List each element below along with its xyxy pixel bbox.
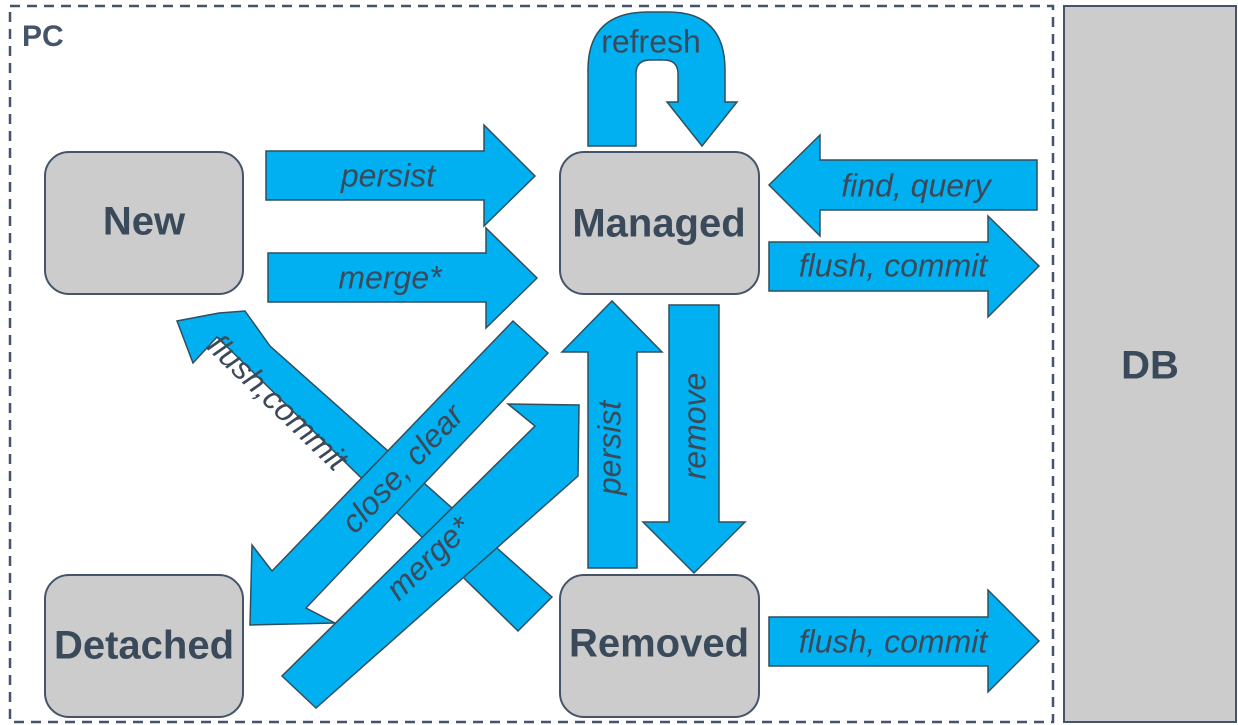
state-detached-box xyxy=(44,574,244,718)
arrow-db-to-managed xyxy=(767,133,1038,238)
pc-container xyxy=(8,4,1055,724)
arrow-managed-to-db xyxy=(768,214,1041,319)
state-detached-label: Detached xyxy=(54,624,234,668)
db-label: DB xyxy=(1121,344,1179,388)
label-merge-new-managed: merge* xyxy=(338,259,443,295)
state-managed-label: Managed xyxy=(572,202,745,246)
arrow-detached-to-managed xyxy=(280,403,580,710)
state-managed-box xyxy=(559,151,760,295)
label-flush-commit-managed-db: flush, commit xyxy=(799,247,989,283)
state-new-label: New xyxy=(103,200,186,244)
state-new-box xyxy=(44,151,244,295)
state-removed-label: Removed xyxy=(569,622,749,666)
arrow-removed-to-managed xyxy=(560,299,664,569)
pc-label: PC xyxy=(22,20,64,53)
label-remove: remove xyxy=(676,373,712,480)
state-removed-box xyxy=(559,574,760,718)
label-flush-commit-removed-db: flush, commit xyxy=(799,623,989,659)
arrow-removed-to-db xyxy=(768,588,1041,694)
label-find-query: find, query xyxy=(841,167,992,203)
db-box xyxy=(1063,5,1237,723)
label-persist-new-managed: persist xyxy=(340,157,436,193)
arrow-persist-new-managed xyxy=(265,123,537,228)
arrow-managed-to-detached xyxy=(249,319,550,626)
arrow-refresh-loop xyxy=(587,11,739,148)
label-refresh: refresh xyxy=(601,23,701,59)
arrow-merge-new-managed xyxy=(267,226,539,330)
arrow-managed-to-removed xyxy=(641,304,747,575)
label-persist-removed-managed: persist xyxy=(591,400,627,496)
